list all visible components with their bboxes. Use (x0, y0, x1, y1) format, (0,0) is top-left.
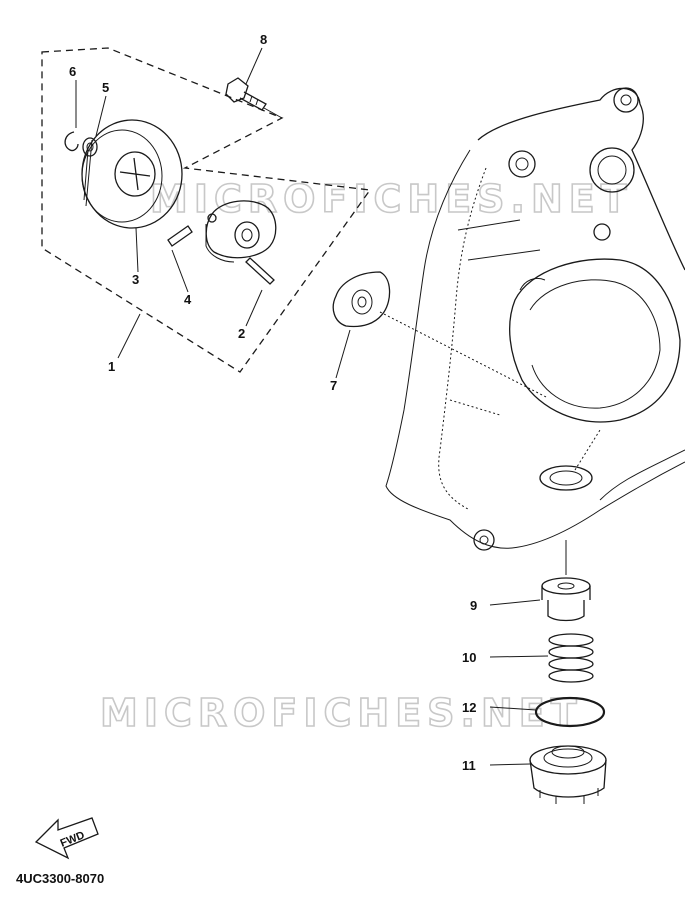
watermark-top: MICROFICHES.NET (150, 177, 633, 221)
callout-12: 12 (462, 700, 476, 715)
callout-3: 3 (132, 272, 139, 287)
callout-2: 2 (238, 326, 245, 341)
callout-10: 10 (462, 650, 476, 665)
callout-5: 5 (102, 80, 109, 95)
callout-4: 4 (184, 292, 192, 307)
crankcase (385, 87, 685, 551)
circlip (64, 131, 79, 152)
drain-plug (529, 745, 607, 804)
callout-11: 11 (462, 758, 476, 773)
oil-pump-body (205, 200, 277, 263)
assembly-boundary (41, 47, 372, 373)
alignment-line (379, 311, 549, 399)
o-ring (534, 696, 606, 728)
washer (82, 137, 98, 157)
screw (245, 257, 275, 285)
callout-6: 6 (69, 64, 76, 79)
spring (548, 633, 594, 683)
strainer-cap (541, 540, 591, 622)
pin (167, 225, 193, 247)
leader-lines (75, 47, 549, 766)
callout-8: 8 (260, 32, 267, 47)
diagram-code: 4UC3300-8070 (16, 871, 105, 886)
fwd-label: FWD (59, 829, 87, 850)
gasket (332, 271, 391, 328)
fwd-arrow-icon: FWD (34, 817, 99, 860)
gear (81, 119, 183, 229)
watermark-bottom: MICROFICHES.NET (100, 691, 583, 735)
callout-7: 7 (330, 378, 337, 393)
callout-1: 1 (108, 359, 115, 374)
bolt (225, 77, 267, 111)
callout-9: 9 (470, 598, 477, 613)
